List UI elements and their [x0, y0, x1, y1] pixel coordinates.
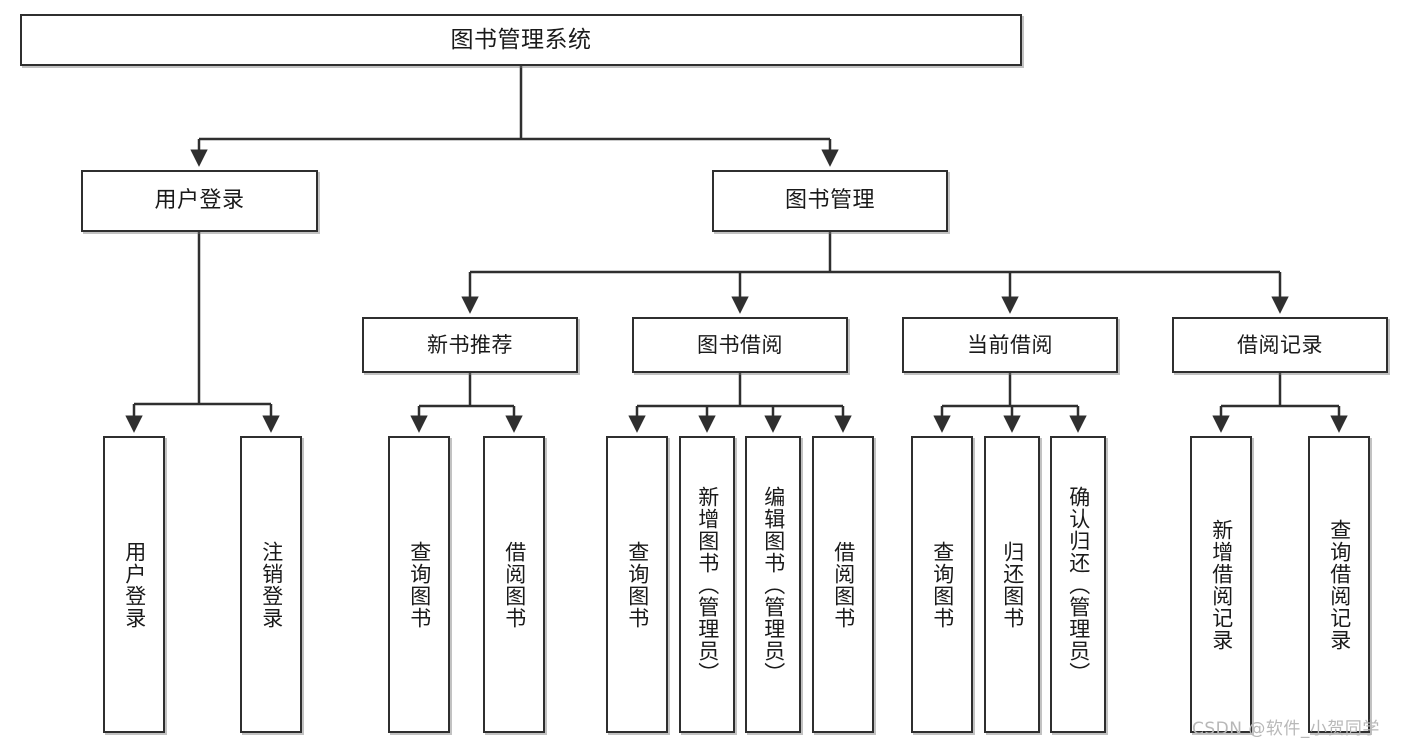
- node-leaf-query-books-3[interactable]: 查询图书: [911, 436, 973, 733]
- node-label: 查询图书: [407, 540, 432, 629]
- node-label: 新增图书（管理员）: [695, 485, 720, 684]
- node-label: 借阅图书: [502, 540, 527, 629]
- node-label: 图书管理: [784, 188, 875, 214]
- node-label: 查询图书: [930, 540, 955, 629]
- node-leaf-return-books[interactable]: 归还图书: [984, 436, 1040, 733]
- node-root[interactable]: 图书管理系统: [20, 14, 1022, 66]
- node-leaf-borrow-books-1[interactable]: 借阅图书: [483, 436, 545, 733]
- node-label: 借阅图书: [831, 540, 856, 629]
- node-label: 查询图书: [625, 540, 650, 629]
- node-leaf-query-books-1[interactable]: 查询图书: [388, 436, 450, 733]
- node-label: 新增借阅记录: [1209, 518, 1234, 651]
- node-label: 用户登录: [154, 188, 245, 214]
- node-label: 图书管理系统: [450, 26, 592, 53]
- node-borrow-record[interactable]: 借阅记录: [1172, 317, 1388, 373]
- node-label: 编辑图书（管理员）: [761, 485, 786, 684]
- node-label: 确认归还（管理员）: [1066, 485, 1091, 684]
- node-book-borrow[interactable]: 图书借阅: [632, 317, 848, 373]
- node-leaf-confirm-return-admin[interactable]: 确认归还（管理员）: [1050, 436, 1106, 733]
- node-leaf-add-book-admin[interactable]: 新增图书（管理员）: [679, 436, 735, 733]
- node-leaf-query-borrow-record[interactable]: 查询借阅记录: [1308, 436, 1370, 733]
- node-label: 用户登录: [122, 540, 147, 629]
- node-leaf-borrow-books-2[interactable]: 借阅图书: [812, 436, 874, 733]
- node-leaf-add-borrow-record[interactable]: 新增借阅记录: [1190, 436, 1252, 733]
- node-new-book-recommend[interactable]: 新书推荐: [362, 317, 578, 373]
- node-label: 查询借阅记录: [1327, 518, 1352, 651]
- node-leaf-user-login[interactable]: 用户登录: [103, 436, 165, 733]
- node-leaf-logout[interactable]: 注销登录: [240, 436, 302, 733]
- node-current-borrow[interactable]: 当前借阅: [902, 317, 1118, 373]
- node-label: 图书借阅: [697, 332, 783, 357]
- node-label: 当前借阅: [967, 332, 1053, 357]
- node-label: 新书推荐: [427, 332, 513, 357]
- node-label: 注销登录: [259, 540, 284, 629]
- node-leaf-edit-book-admin[interactable]: 编辑图书（管理员）: [745, 436, 801, 733]
- node-book-management[interactable]: 图书管理: [712, 170, 948, 232]
- node-label: 归还图书: [1000, 540, 1025, 629]
- csdn-watermark: CSDN @软件_小贺同学: [1192, 719, 1380, 739]
- node-leaf-query-books-2[interactable]: 查询图书: [606, 436, 668, 733]
- node-user-login[interactable]: 用户登录: [81, 170, 318, 232]
- node-label: 借阅记录: [1237, 332, 1323, 357]
